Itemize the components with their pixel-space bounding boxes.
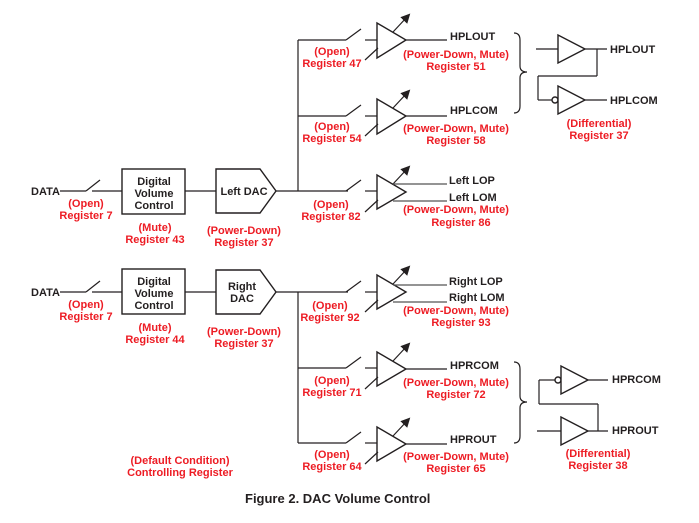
hplout-path <box>298 13 447 61</box>
svg-text:Volume: Volume <box>135 288 174 300</box>
right-differential-block <box>537 364 608 447</box>
hprcom-label: HPRCOM <box>450 360 499 372</box>
hprout-switch-state: (Open) <box>314 449 350 461</box>
svg-text:Control: Control <box>134 300 173 312</box>
hplcom-label: HPLCOM <box>450 105 498 117</box>
left-line-out-amplifier-icon <box>376 173 408 211</box>
right-diff-amp-icon <box>560 415 590 447</box>
hprout-state: (Power-Down, Mute) <box>403 451 509 463</box>
hprout-path <box>298 417 447 465</box>
hplcom-register: Register 58 <box>426 135 485 147</box>
right-line-out-amplifier-icon <box>376 273 408 311</box>
right-line-out-switch-register: Register 92 <box>300 312 359 324</box>
svg-text:Digital: Digital <box>137 276 171 288</box>
left-inverter-bubble-icon <box>551 96 559 104</box>
right-diff-register: Register 38 <box>568 460 627 472</box>
left-diff-state: (Differential) <box>567 118 632 130</box>
left-line-out-path <box>345 165 447 213</box>
left-line-out-switch-register: Register 82 <box>301 211 360 223</box>
left-diff-amp-icon <box>557 33 587 65</box>
hprcom-amplifier-icon <box>376 350 408 388</box>
left-channel: DATA (Open) Register 7 Digital Volume Co… <box>31 13 658 249</box>
hplcom-switch-state: (Open) <box>314 121 350 133</box>
right-diff-inv-amp-icon <box>560 364 590 396</box>
right-brace-icon <box>513 361 528 444</box>
left-lop-label: Left LOP <box>449 175 495 187</box>
left-digital-volume-control: Digital Volume Control <box>121 168 186 215</box>
right-lop-label: Right LOP <box>449 276 503 288</box>
left-diff-out2-label: HPLCOM <box>610 95 658 107</box>
left-line-out-state: (Power-Down, Mute) <box>403 204 509 216</box>
left-diff-register: Register 37 <box>569 130 628 142</box>
figure-caption: Figure 2. DAC Volume Control <box>245 491 430 506</box>
hplcom-path <box>298 89 447 137</box>
hprout-switch-register: Register 64 <box>302 461 362 473</box>
hplout-switch-register: Register 47 <box>302 58 361 70</box>
right-diff-state: (Differential) <box>566 448 631 460</box>
hplout-register: Register 51 <box>426 61 485 73</box>
svg-text:Digital: Digital <box>137 176 171 188</box>
hplout-state: (Power-Down, Mute) <box>403 49 509 61</box>
hprout-amplifier-icon <box>376 425 408 463</box>
left-dac-register: Register 37 <box>214 237 273 249</box>
hprcom-switch-state: (Open) <box>314 375 350 387</box>
hplcom-state: (Power-Down, Mute) <box>403 123 509 135</box>
svg-text:Left DAC: Left DAC <box>220 186 267 198</box>
svg-text:Control: Control <box>134 200 173 212</box>
legend-default-condition: (Default Condition) <box>131 455 230 467</box>
hprcom-path <box>298 342 447 390</box>
right-channel: DATA (Open) Register 7 Digital Volume Co… <box>31 265 661 475</box>
right-volume-register: Register 44 <box>125 334 185 346</box>
legend-controlling-register: Controlling Register <box>127 467 233 479</box>
right-input-switch-register: Register 7 <box>59 311 112 323</box>
right-digital-volume-control: Digital Volume Control <box>121 268 186 315</box>
left-data-label: DATA <box>31 186 60 198</box>
hprcom-switch-register: Register 71 <box>302 387 361 399</box>
right-input-switch-state: (Open) <box>68 299 104 311</box>
right-dac-block: Right DAC <box>215 269 277 315</box>
right-lom-label: Right LOM <box>449 292 505 304</box>
left-brace-icon <box>513 32 528 114</box>
hprout-register: Register 65 <box>426 463 485 475</box>
right-inverter-bubble-icon <box>554 376 562 384</box>
hplout-amplifier-icon <box>376 21 408 60</box>
hplcom-switch-register: Register 54 <box>302 133 362 145</box>
left-diff-inv-amp-icon <box>557 84 587 116</box>
hplcom-amplifier-icon <box>376 97 408 136</box>
left-diff-out1-label: HPLOUT <box>610 44 656 56</box>
left-volume-state: (Mute) <box>139 222 172 234</box>
left-differential-block <box>536 33 607 116</box>
right-diff-out1-label: HPRCOM <box>612 374 661 386</box>
hprout-label: HPROUT <box>450 434 497 446</box>
right-dac-state: (Power-Down) <box>207 326 281 338</box>
left-lom-label: Left LOM <box>449 192 497 204</box>
svg-text:Volume: Volume <box>135 188 174 200</box>
right-line-out-state: (Power-Down, Mute) <box>403 305 509 317</box>
left-input-switch-register: Register 7 <box>59 210 112 222</box>
left-line-out-switch-state: (Open) <box>313 199 349 211</box>
hprcom-state: (Power-Down, Mute) <box>403 377 509 389</box>
left-dac-block: Left DAC <box>215 168 277 214</box>
right-input-switch <box>60 280 122 293</box>
right-diff-out2-label: HPROUT <box>612 425 659 437</box>
left-dac-state: (Power-Down) <box>207 225 281 237</box>
right-line-out-path <box>345 265 447 313</box>
left-input-switch-state: (Open) <box>68 198 104 210</box>
hplout-switch-state: (Open) <box>314 46 350 58</box>
right-dac-register: Register 37 <box>214 338 273 350</box>
left-input-switch <box>60 179 122 192</box>
right-volume-state: (Mute) <box>139 322 172 334</box>
right-line-out-register: Register 93 <box>431 317 490 329</box>
left-volume-register: Register 43 <box>125 234 184 246</box>
right-data-label: DATA <box>31 287 60 299</box>
hplout-label: HPLOUT <box>450 31 496 43</box>
left-line-out-register: Register 86 <box>431 217 490 229</box>
hprcom-register: Register 72 <box>426 389 485 401</box>
svg-text:DAC: DAC <box>230 293 254 305</box>
svg-text:Right: Right <box>228 281 256 293</box>
right-line-out-switch-state: (Open) <box>312 300 348 312</box>
